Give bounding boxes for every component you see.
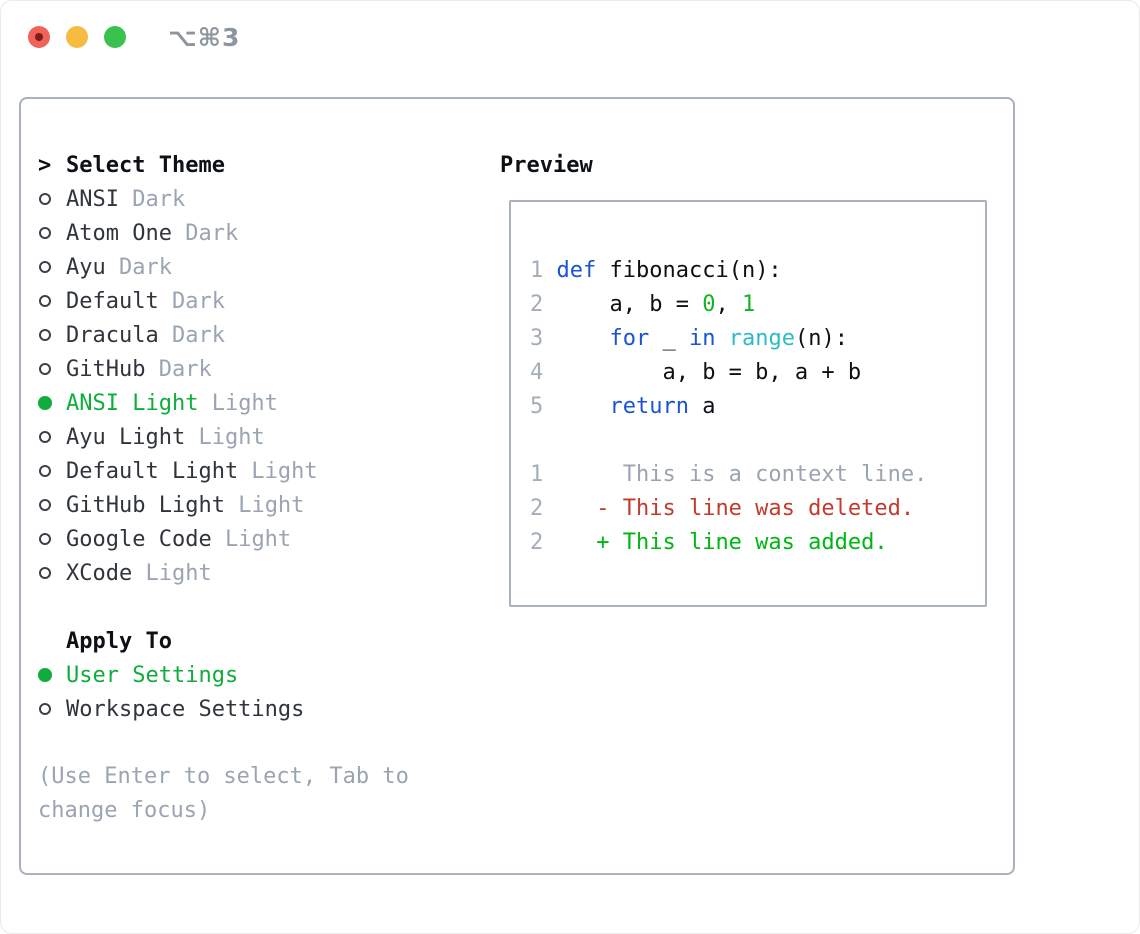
code-line: 5 return a (530, 393, 716, 419)
radio-selected-icon (38, 668, 52, 682)
theme-option[interactable]: GitHub Light Light (38, 488, 440, 522)
theme-option-name: Dracula (66, 322, 159, 348)
theme-option-variant: Light (132, 560, 212, 586)
code-line: 4 a, b = b, a + b (530, 359, 862, 385)
theme-option-name: XCode (66, 560, 133, 586)
theme-option-variant: Dark (158, 322, 225, 348)
radio-icon (39, 363, 51, 375)
radio-icon (39, 431, 51, 443)
apply-to-option-label: User Settings (66, 662, 239, 688)
theme-option-name: Default (66, 288, 159, 314)
radio-icon (39, 567, 51, 579)
theme-option-variant: Dark (105, 254, 172, 280)
radio-icon (39, 193, 51, 205)
radio-selected-icon (38, 396, 52, 410)
radio-icon (39, 329, 51, 341)
code-line: 3 for _ in range(n): (530, 325, 848, 351)
apply-to-heading: Apply To (38, 624, 440, 658)
theme-option-variant: Light (211, 526, 292, 552)
diff-line-deleted: 2 - This line was deleted. (530, 495, 915, 521)
theme-option-variant: Light (185, 424, 265, 450)
code-line: 2 a, b = 0, 1 (530, 291, 756, 317)
theme-option-name: GitHub (66, 356, 146, 382)
theme-option-name: Ayu Light (66, 424, 186, 450)
radio-icon (39, 499, 51, 511)
radio-icon (39, 261, 51, 273)
window-title: ⌥⌘3 (168, 23, 241, 52)
maximize-button[interactable] (104, 26, 126, 48)
theme-option-variant: Dark (158, 288, 225, 314)
theme-option[interactable]: Dracula Dark (38, 318, 440, 352)
help-text: (Use Enter to select, Tab to change focu… (38, 764, 409, 823)
theme-option[interactable]: GitHub Dark (38, 352, 440, 386)
line-number: 5 (530, 393, 557, 419)
theme-option[interactable]: Atom One Dark (38, 216, 440, 250)
preview-box: 1 def fibonacci(n): 2 a, b = 0, 1 3 for _ … (509, 200, 987, 607)
minimize-button[interactable] (66, 26, 88, 48)
theme-option-name: Atom One (66, 220, 172, 246)
select-theme-heading-label: Select Theme (66, 152, 225, 178)
theme-option-variant: Light (238, 458, 318, 484)
theme-option-name: ANSI Light (66, 390, 199, 416)
preview-heading-label: Preview (500, 152, 593, 178)
line-number: 3 (530, 325, 557, 351)
code-preview: 1 def fibonacci(n): 2 a, b = 0, 1 3 for _ … (530, 253, 985, 423)
theme-option[interactable]: Default Dark (38, 284, 440, 318)
apply-to-option-label: Workspace Settings (66, 696, 305, 722)
theme-option-variant: Dark (118, 186, 186, 212)
theme-option-name: Google Code (66, 526, 212, 552)
theme-option-variant: Light (224, 492, 305, 518)
theme-option[interactable]: XCode Light (38, 556, 440, 590)
theme-option[interactable]: Ayu Dark (38, 250, 440, 284)
theme-option-variant: Dark (171, 220, 239, 246)
diff-line-added: 2 + This line was added. (530, 529, 888, 555)
close-button[interactable] (28, 26, 50, 48)
theme-option[interactable]: ANSI Dark (38, 182, 440, 216)
radio-icon (39, 295, 51, 307)
theme-option-name: ANSI (66, 186, 119, 212)
line-number: 1 (530, 257, 557, 283)
radio-icon (39, 533, 51, 545)
apply-to-option[interactable]: User Settings (38, 658, 440, 692)
select-theme-heading: > Select Theme (38, 148, 440, 182)
theme-option-name: GitHub Light (66, 492, 225, 518)
theme-option[interactable]: Default Light Light (38, 454, 440, 488)
apply-to-heading-label: Apply To (66, 628, 172, 654)
radio-icon (39, 227, 51, 239)
theme-option[interactable]: Ayu Light Light (38, 420, 440, 454)
radio-icon (39, 703, 51, 715)
theme-option-name: Ayu (66, 254, 106, 280)
line-number: 2 (530, 529, 557, 555)
code-line: 1 def fibonacci(n): (530, 257, 782, 283)
diff-line-context: 1 This is a context line. (530, 461, 928, 487)
line-number: 1 (530, 461, 557, 487)
line-number: 2 (530, 495, 557, 521)
unsaved-dot-icon (35, 33, 43, 41)
radio-icon (39, 465, 51, 477)
theme-option[interactable]: Google Code Light (38, 522, 440, 556)
line-number: 4 (530, 359, 557, 385)
theme-option-variant: Dark (145, 356, 212, 382)
apply-to-option[interactable]: Workspace Settings (38, 692, 440, 726)
line-number: 2 (530, 291, 557, 317)
theme-option-variant: Light (198, 390, 278, 416)
preview-heading: Preview (500, 148, 593, 182)
theme-option[interactable]: ANSI Light Light (38, 386, 440, 420)
diff-preview: 1 This is a context line. 2 - This line w… (530, 457, 985, 559)
theme-option-name: Default Light (66, 458, 239, 484)
cursor-prefix: > (38, 152, 52, 178)
